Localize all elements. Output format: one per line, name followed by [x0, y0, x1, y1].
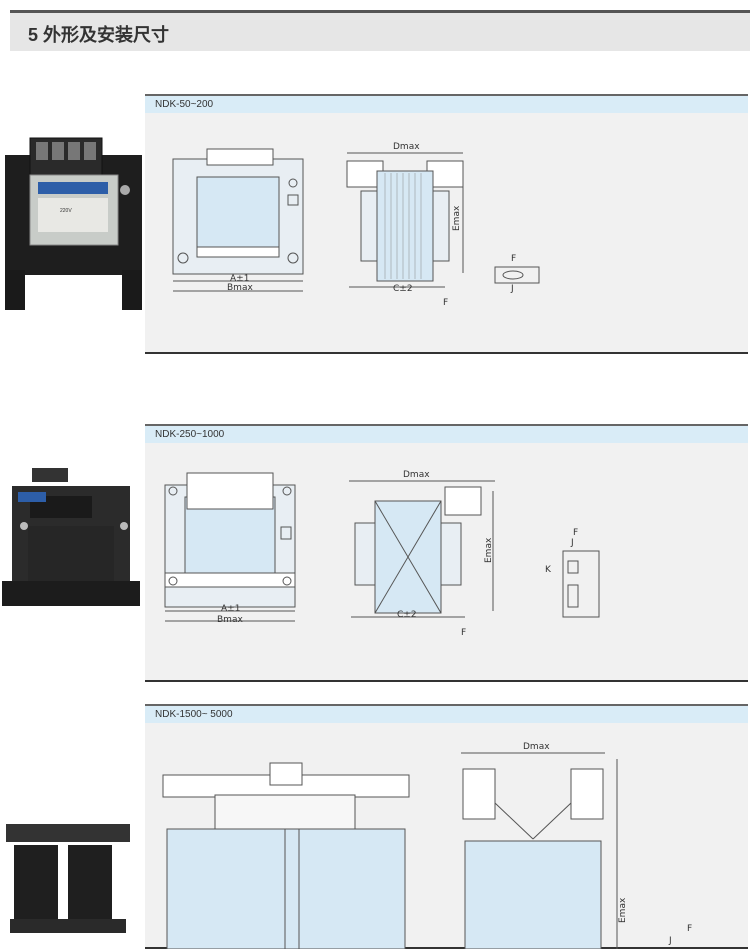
- detail-f-label: F: [573, 528, 578, 538]
- detail-k-label: K: [545, 565, 552, 575]
- detail-j-label: J: [668, 936, 672, 946]
- section-header: 5 外形及安装尺寸: [10, 10, 750, 51]
- model-label: NDK-250~1000: [145, 424, 748, 443]
- dimension-drawing: Dmax Emax F J: [162, 742, 692, 949]
- detail-j-label: J: [570, 538, 574, 548]
- dim-e-label: Emax: [452, 205, 462, 231]
- dim-b-label: Bmax: [217, 615, 243, 625]
- dimension-drawing: A±1 Bmax Dmax Emax C±2 F: [172, 142, 540, 308]
- section-title: 5 外形及安装尺寸: [28, 25, 170, 45]
- detail-f-label: F: [687, 924, 692, 934]
- drawing-panel: NDK-1500~ 5000 Dmax Emax F: [145, 704, 748, 949]
- detail-j-label: J: [510, 284, 514, 294]
- section-ndk-50-200: 220V NDK-50~200 A±1 Bmax: [0, 94, 750, 354]
- detail-f-label: F: [511, 254, 516, 264]
- dim-b-label: Bmax: [227, 283, 253, 293]
- dim-e-label: Emax: [484, 537, 494, 563]
- dim-d-label: Dmax: [403, 470, 430, 480]
- dim-e-label: Emax: [618, 897, 628, 923]
- dim-d-label: Dmax: [523, 742, 550, 752]
- dim-c-label: C±2: [397, 610, 417, 620]
- transformer-photo-small: 220V: [5, 137, 142, 310]
- transformer-photo-large: [6, 824, 130, 933]
- section-ndk-250-1000: NDK-250~1000 A±1 Bmax: [0, 424, 750, 682]
- dim-f-label: F: [443, 298, 448, 308]
- photo-label-text: 220V: [60, 208, 72, 214]
- section-ndk-1500-5000: NDK-1500~ 5000 Dmax Emax F: [0, 704, 750, 949]
- dim-c-label: C±2: [393, 284, 413, 294]
- dimension-drawing: A±1 Bmax Dmax Emax C±2 F F: [164, 470, 600, 638]
- dim-f-label: F: [461, 628, 466, 638]
- drawing-panel: NDK-50~200 A±1 Bmax: [145, 94, 748, 354]
- dim-a-label: A±1: [221, 604, 240, 614]
- transformer-photo-medium: [2, 468, 140, 606]
- dim-d-label: Dmax: [393, 142, 420, 152]
- model-label: NDK-1500~ 5000: [145, 704, 748, 723]
- model-label: NDK-50~200: [145, 94, 748, 113]
- dim-a-label: A±1: [230, 274, 249, 284]
- drawing-panel: NDK-250~1000 A±1 Bmax: [145, 424, 748, 682]
